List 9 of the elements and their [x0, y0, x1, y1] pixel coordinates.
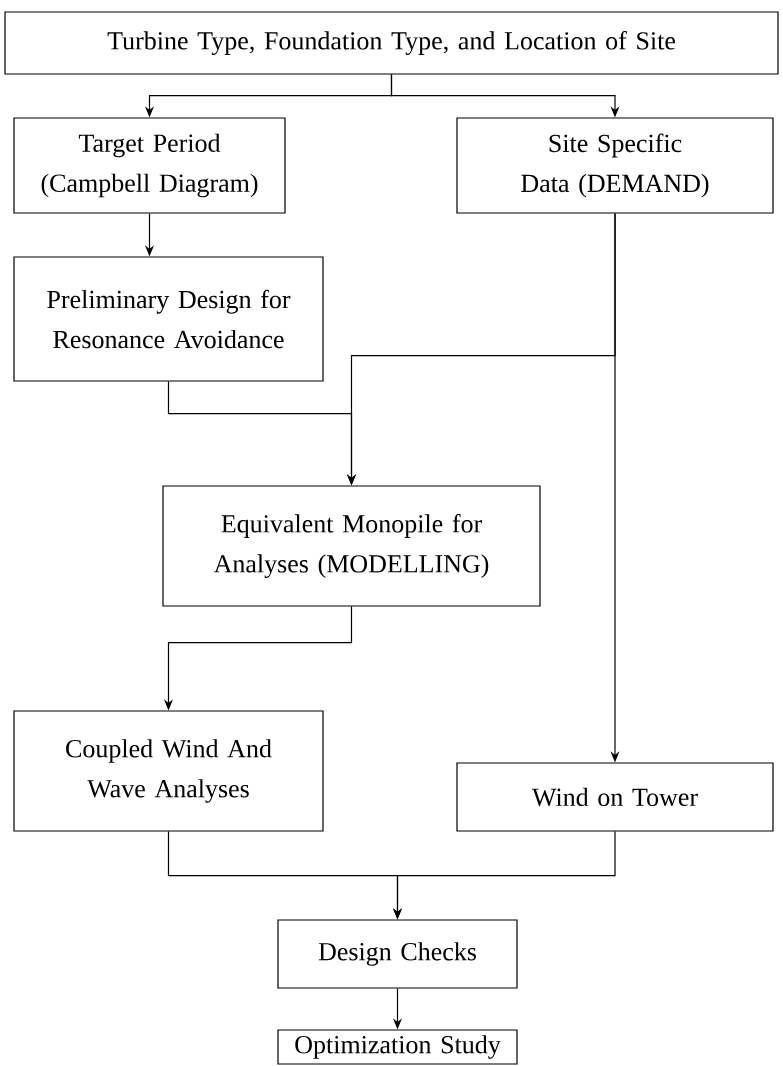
process-box: Wind on Tower: [456, 762, 774, 832]
process-box: Site Specific Data (DEMAND): [456, 117, 774, 214]
process-box: Optimization Study: [277, 1029, 518, 1065]
process-box: Target Period (Campbell Diagram): [13, 117, 286, 214]
process-box: Equivalent Monopile for Analyses (MODELLING): [162, 485, 541, 607]
process-box: Coupled Wind And Wave Analyses: [13, 710, 324, 832]
process-box: Preliminary Design for Resonance Avoidance: [13, 256, 324, 382]
process-box: Turbine Type, Foundation Type, and Location of Site: [4, 11, 779, 75]
process-box: Design Checks: [277, 919, 518, 989]
